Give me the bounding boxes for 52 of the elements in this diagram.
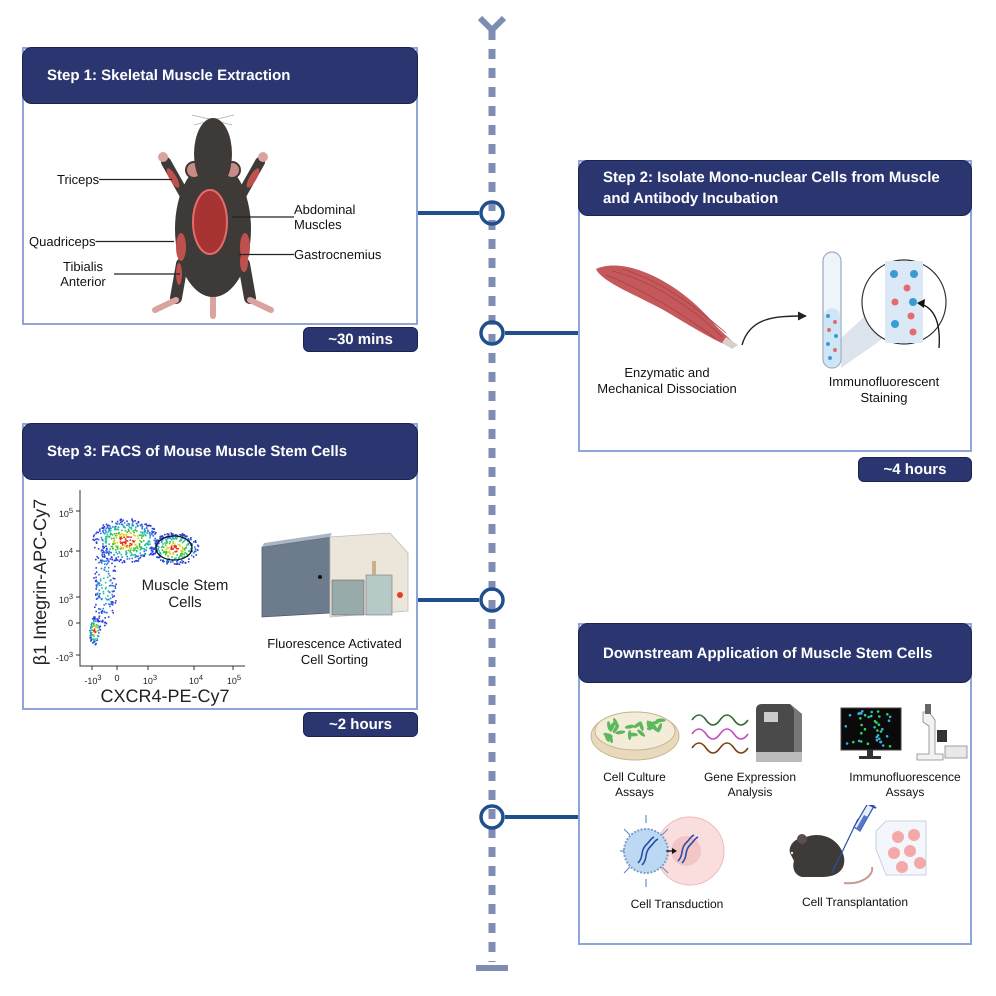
timeline-marker bbox=[479, 320, 505, 346]
axis-title: β1 Integrin-APC-Cy7 bbox=[30, 498, 50, 668]
tick-label: -10$^{3}$ bbox=[54, 650, 73, 663]
mouse-drawing bbox=[152, 114, 274, 319]
tick-label: 10$^{3}$ bbox=[142, 673, 158, 686]
tick-label: 10$^{4}$ bbox=[188, 673, 204, 686]
muscle-label: Triceps bbox=[57, 172, 100, 187]
arrow bbox=[741, 312, 807, 346]
connector-line bbox=[418, 211, 479, 215]
timeline-marker bbox=[479, 804, 505, 830]
leader-line bbox=[239, 254, 294, 256]
leader-line bbox=[99, 178, 172, 180]
step-panel bbox=[22, 423, 418, 710]
timeline-marker bbox=[479, 587, 505, 613]
duration-badge: ~2 hours bbox=[303, 712, 418, 737]
axis-title: CXCR4-PE-Cy7 bbox=[99, 686, 231, 706]
muscle-label: Tibialis Anterior bbox=[52, 259, 114, 289]
step-caption: Cell Transplantation bbox=[800, 895, 910, 910]
step-title: Step 2: Isolate Mono-nuclear Cells from Muscle and Antibody Incubation bbox=[578, 160, 972, 216]
tick-label: -10$^{3}$ bbox=[83, 673, 103, 686]
connector-line bbox=[418, 598, 479, 602]
step-caption: Enzymatic and Mechanical Dissociation bbox=[596, 365, 738, 397]
leader-line bbox=[232, 216, 294, 218]
step-title: Step 1: Skeletal Muscle Extraction bbox=[22, 47, 418, 104]
tick-label: 10$^{4}$ bbox=[58, 546, 73, 559]
step-panel bbox=[578, 623, 972, 945]
step-caption: Fluorescence Activated Cell Sorting bbox=[266, 636, 403, 668]
tick-label: 10$^{5}$ bbox=[226, 673, 242, 686]
step-panel bbox=[578, 160, 972, 452]
connector-line bbox=[505, 815, 578, 819]
duration-badge: ~30 mins bbox=[303, 327, 418, 352]
gate-label: Muscle Stem Cells bbox=[140, 577, 230, 611]
step-panel bbox=[22, 47, 418, 325]
timeline-marker bbox=[479, 200, 505, 226]
tick-label: 0 bbox=[66, 618, 73, 628]
tick-label: 0 bbox=[113, 673, 120, 683]
leader-line bbox=[114, 273, 180, 275]
leader-line bbox=[95, 240, 174, 242]
step-caption: Cell Transduction bbox=[630, 897, 724, 912]
step-caption: Gene Expression Analysis bbox=[702, 770, 798, 800]
connector-line bbox=[505, 331, 578, 335]
duration-badge: ~4 hours bbox=[858, 457, 972, 482]
step-title: Step 3: FACS of Mouse Muscle Stem Cells bbox=[22, 423, 418, 480]
step-caption: Cell Culture Assays bbox=[602, 770, 667, 800]
step-title: Downstream Application of Muscle Stem Cells bbox=[578, 623, 972, 683]
muscle-label: Gastrocnemius bbox=[294, 247, 382, 262]
muscle-label: Quadriceps bbox=[29, 234, 96, 249]
muscle-label: Abdominal Muscles bbox=[294, 202, 374, 232]
tick-label: 10$^{3}$ bbox=[58, 592, 73, 605]
tick-label: 10$^{5}$ bbox=[58, 506, 73, 519]
step-caption: Immunofluorescence Assays bbox=[848, 770, 962, 800]
step-caption: Immunofluorescent Staining bbox=[828, 374, 940, 406]
